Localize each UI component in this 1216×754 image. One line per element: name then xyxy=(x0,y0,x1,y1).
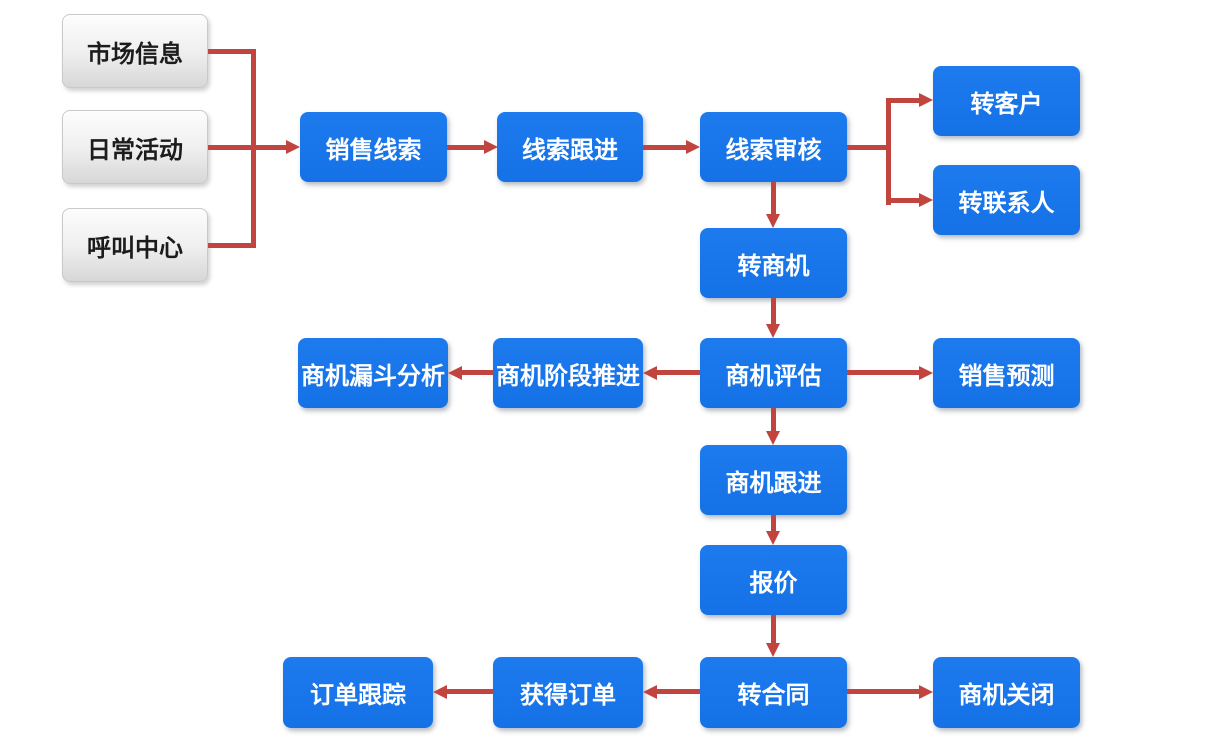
edge-review-to-opportunity-line xyxy=(771,182,776,215)
node-to-opportunity: 转商机 xyxy=(700,228,847,298)
edge-evaluation-to-stage-arrowhead xyxy=(643,366,657,380)
edge-opportunity-to-evaluation-arrowhead xyxy=(766,324,780,338)
edge-to-contact-arrowhead xyxy=(919,193,933,207)
node-lead-followup: 线索跟进 xyxy=(497,112,643,182)
edge-review-branch-stem-line xyxy=(847,145,890,150)
edge-orderwon-to-tracking-arrowhead xyxy=(433,685,447,699)
edge-oppfollowup-to-quotation-arrowhead xyxy=(766,531,780,545)
edge-followup-to-review-arrowhead xyxy=(686,140,700,154)
edge-market-info-line xyxy=(208,49,256,54)
edge-quotation-to-contract-line xyxy=(771,615,776,644)
edge-to-sales-lead-arrowhead xyxy=(286,140,300,154)
edge-sales-lead-to-followup-arrowhead xyxy=(484,140,498,154)
edge-contract-to-closed-arrowhead xyxy=(919,685,933,699)
edge-contract-to-closed-line xyxy=(847,689,919,694)
edge-evaluation-to-forecast-line xyxy=(847,370,919,375)
edge-orderwon-to-tracking-line xyxy=(447,689,493,694)
edge-stage-to-funnel-arrowhead xyxy=(448,366,462,380)
edge-evaluation-to-stage-line xyxy=(657,370,700,375)
node-market-info: 市场信息 xyxy=(62,14,208,88)
node-order-won: 获得订单 xyxy=(493,657,643,728)
node-order-tracking: 订单跟踪 xyxy=(283,657,433,728)
edge-opportunity-to-evaluation-line xyxy=(771,298,776,325)
edge-evaluation-to-forecast-arrowhead xyxy=(919,366,933,380)
edge-contract-to-orderwon-line xyxy=(657,689,700,694)
node-opportunity-followup: 商机跟进 xyxy=(700,445,847,515)
edge-evaluation-to-oppfollowup-line xyxy=(771,408,776,432)
edge-sales-lead-to-followup-line xyxy=(447,145,484,150)
node-call-center: 呼叫中心 xyxy=(62,208,208,282)
edge-quotation-to-contract-arrowhead xyxy=(766,643,780,657)
edge-to-customer-arrowhead xyxy=(919,93,933,107)
edge-to-customer-line xyxy=(886,98,919,103)
node-opportunity-evaluation: 商机评估 xyxy=(700,338,847,408)
edge-stage-to-funnel-line xyxy=(462,370,493,375)
node-to-contact: 转联系人 xyxy=(933,165,1080,235)
node-sales-forecast: 销售预测 xyxy=(933,338,1080,408)
node-lead-review: 线索审核 xyxy=(700,112,847,182)
node-sales-lead: 销售线索 xyxy=(300,112,447,182)
edge-contract-to-orderwon-arrowhead xyxy=(643,685,657,699)
edge-oppfollowup-to-quotation-line xyxy=(771,515,776,532)
edge-to-contact-line xyxy=(886,198,919,203)
node-opportunity-stage-advance: 商机阶段推进 xyxy=(493,338,643,408)
edge-followup-to-review-line xyxy=(643,145,686,150)
node-daily-activity: 日常活动 xyxy=(62,110,208,184)
edge-review-branch-vertical-line xyxy=(886,98,891,205)
edge-evaluation-to-oppfollowup-arrowhead xyxy=(766,431,780,445)
edge-call-center-line xyxy=(208,243,256,248)
node-to-contract: 转合同 xyxy=(700,657,847,728)
edge-review-to-opportunity-arrowhead xyxy=(766,214,780,228)
node-opportunity-closed: 商机关闭 xyxy=(933,657,1080,728)
node-opportunity-funnel-analysis: 商机漏斗分析 xyxy=(298,338,448,408)
node-quotation: 报价 xyxy=(700,545,847,615)
edge-daily-activity-line xyxy=(208,145,287,150)
node-to-customer: 转客户 xyxy=(933,66,1080,136)
